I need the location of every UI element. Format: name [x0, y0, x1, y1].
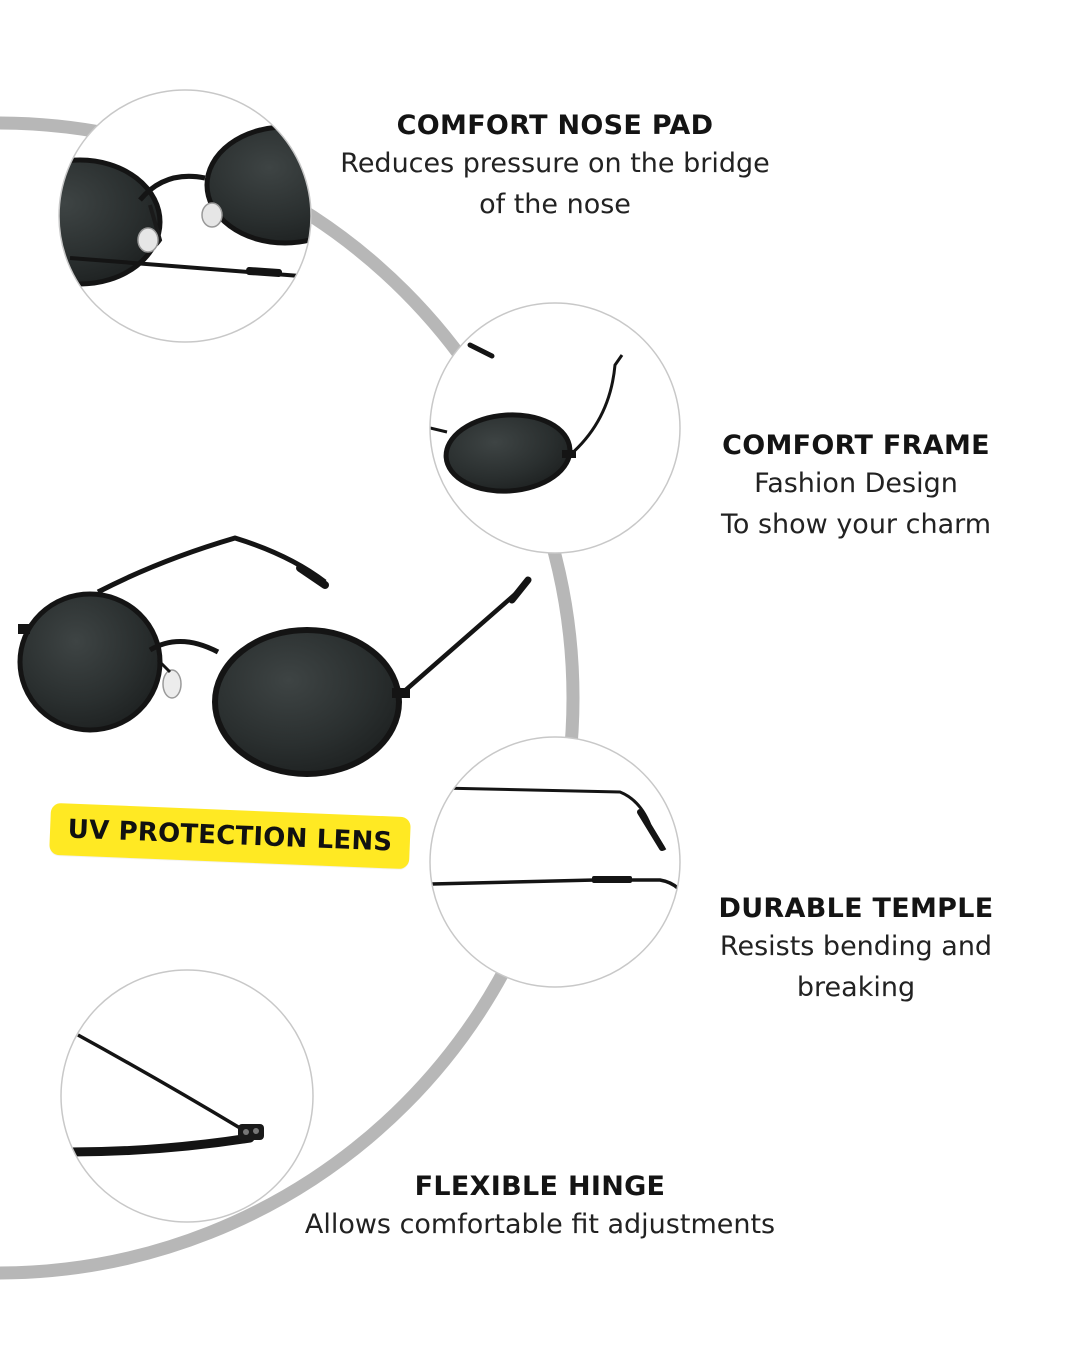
- feature-desc-line: Fashion Design: [754, 468, 958, 500]
- feature-title: COMFORT NOSE PAD: [396, 110, 714, 141]
- nose-pad-detail-image: [58, 89, 312, 343]
- feature-nose-pad: COMFORT NOSE PAD Reduces pressure on the…: [300, 108, 810, 225]
- feature-desc-line: of the nose: [479, 189, 631, 221]
- feature-desc-line: Reduces pressure on the bridge: [340, 148, 770, 180]
- background-ring: [0, 116, 580, 1280]
- frame-detail-image: [429, 302, 681, 554]
- feature-temple: DURABLE TEMPLE Resists bending and break…: [700, 891, 1012, 1008]
- feature-desc-line: Allows comfortable fit adjustments: [304, 1209, 776, 1241]
- feature-title: COMFORT FRAME: [722, 430, 990, 461]
- feature-desc-line: To show your charm: [720, 509, 992, 541]
- feature-desc-line: breaking: [796, 972, 916, 1004]
- sunglasses-image: [17, 535, 532, 777]
- feature-desc-line: Resists bending and: [719, 931, 993, 963]
- feature-frame: COMFORT FRAME Fashion Design To show you…: [700, 428, 1012, 545]
- hinge-detail-image: [60, 969, 314, 1223]
- temple-detail-image: [429, 736, 681, 988]
- feature-hinge: FLEXIBLE HINGE Allows comfortable fit ad…: [270, 1169, 810, 1245]
- feature-title: FLEXIBLE HINGE: [414, 1171, 666, 1202]
- feature-title: DURABLE TEMPLE: [718, 893, 994, 924]
- uv-protection-label: UV PROTECTION LENS: [67, 814, 393, 858]
